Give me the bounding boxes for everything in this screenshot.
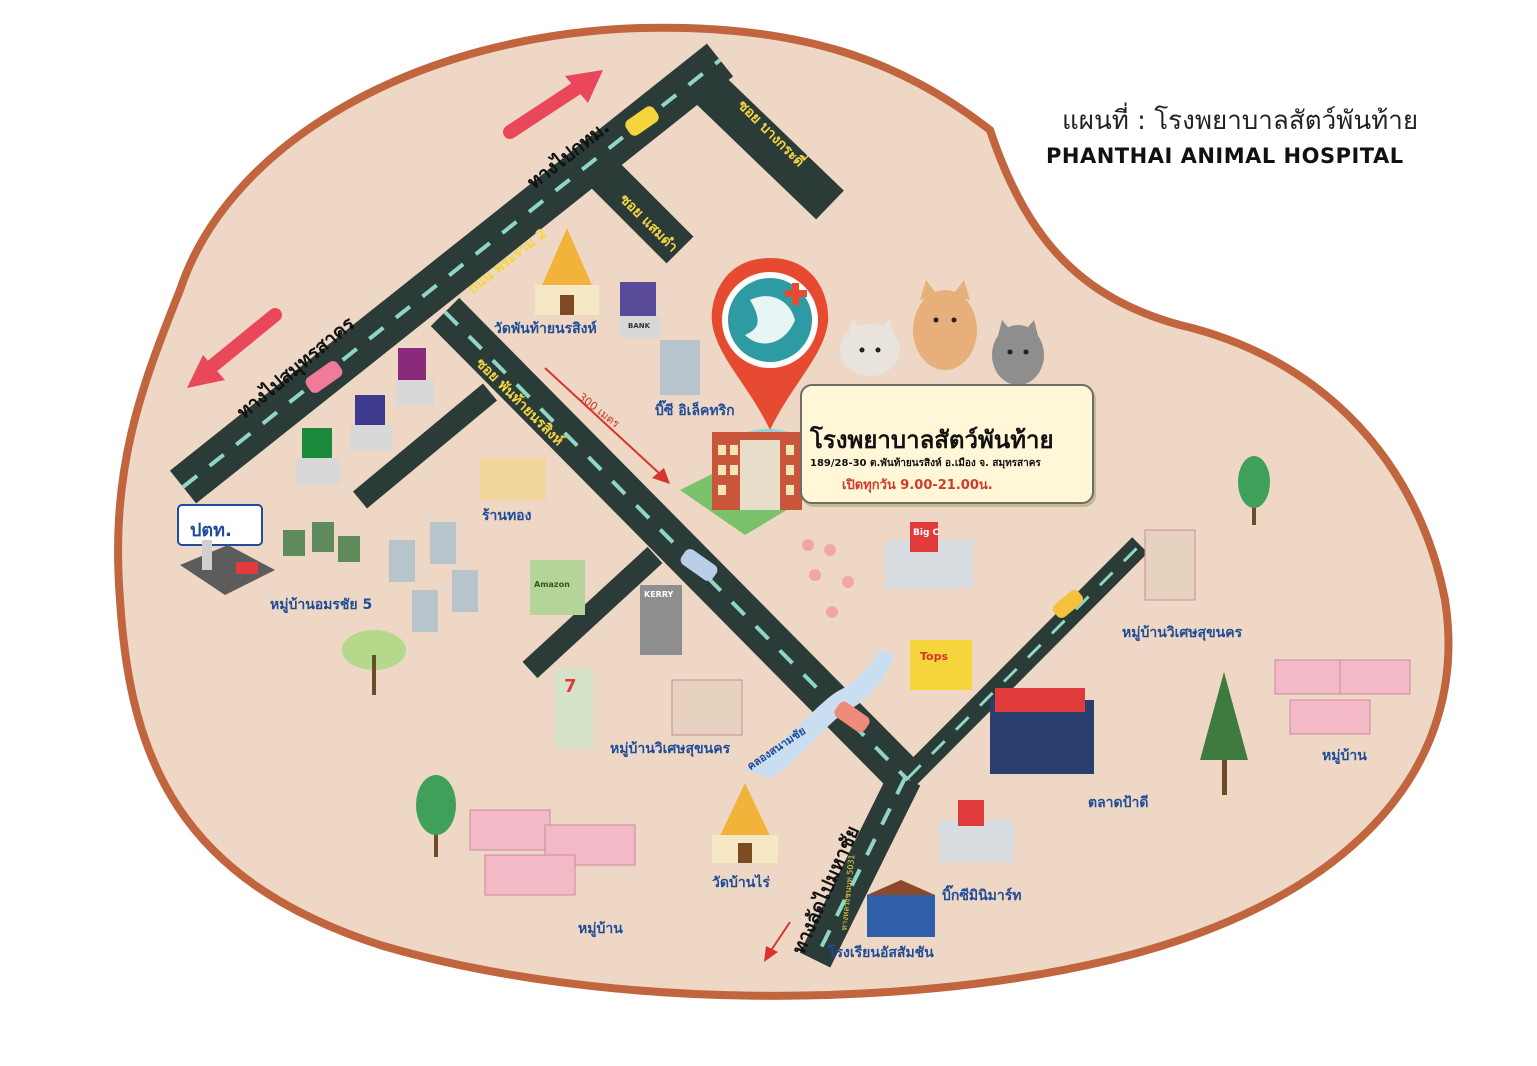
apartment-icons — [283, 340, 700, 655]
hospital-address: 189/28-30 ต.พันท้ายนรสิงห์ อ.เมือง จ. สม… — [810, 458, 1041, 469]
arrow-300m-icon — [652, 468, 670, 484]
tops-sign: Tops — [920, 650, 949, 663]
hospital-info-card: โรงพยาบาลสัตว์พันท้าย 189/28-30 ต.พันท้า… — [800, 384, 1094, 504]
seven-eleven-sign: 7 — [564, 676, 577, 697]
arrow-to-samutsakhon-icon — [187, 355, 225, 388]
kerry-sign: KERRY — [644, 590, 674, 599]
place-label-village-south: หมู่บ้าน — [578, 921, 623, 937]
hospital-name: โรงพยาบาลสัตว์พันท้าย — [810, 426, 1054, 454]
place-label-village-amornchai: หมู่บ้านอมรชัย 5 — [270, 597, 373, 613]
gas-station-icon — [177, 504, 275, 595]
tree-icon — [342, 456, 1270, 857]
road-soi-saemdam — [586, 156, 694, 264]
store-icon — [555, 522, 1094, 862]
bigc-sign: Big C — [913, 528, 940, 538]
ptt-sign: ปตท. — [190, 520, 232, 541]
amazon-sign: Amazon — [534, 580, 570, 589]
car-icon — [305, 106, 1083, 733]
house-icon — [469, 529, 1411, 896]
road-branch-1 — [352, 383, 498, 509]
canal — [745, 650, 895, 778]
map-title-thai: แผนที่ : โรงพยาบาลสัตว์พันท้าย — [1062, 106, 1419, 136]
school-icon — [867, 880, 935, 937]
temple-icon-phanthai — [535, 228, 599, 315]
arrow-to-bangkok-icon — [565, 70, 603, 103]
paw-icon — [802, 539, 854, 618]
place-label-bigc-extra: บิ๊ซี อิเล็คทริก — [655, 403, 735, 419]
place-label-village-wisetsukhon-west: หมู่บ้านวิเศษสุขนคร — [610, 741, 731, 757]
map-title-english: PHANTHAI ANIMAL HOSPITAL — [1046, 144, 1404, 168]
road-south — [799, 770, 921, 968]
place-label-gold-shop: ร้านทอง — [482, 508, 532, 524]
place-label-village-wisetsukhon-east: หมู่บ้านวิเศษสุขนคร — [1122, 625, 1243, 641]
cat-icon — [840, 280, 1044, 385]
place-label-village-east: หมู่บ้าน — [1322, 748, 1367, 764]
place-label-wat-banrai: วัดบ้านไร่ — [712, 875, 770, 891]
arrow-to-mahachai-icon — [764, 946, 778, 962]
direction-arrows — [187, 70, 791, 962]
hospital-hours: เปิดทุกวัน 9.00-21.00น. — [842, 478, 993, 493]
bank-sign: BANK — [628, 322, 651, 330]
place-label-bigc-mini: บิ๊กซีมินิมาร์ท — [942, 888, 1022, 904]
place-label-market: ตลาดป้าดี — [1088, 795, 1149, 811]
hospital-building-icon — [680, 432, 820, 535]
temple-icon-banrai — [712, 783, 778, 863]
place-label-school: โรงเรียนอัสสัมชัน — [828, 945, 934, 961]
road-branch-2 — [522, 546, 663, 679]
bank-icon — [296, 282, 660, 484]
road-soi-bangkradi — [686, 65, 844, 220]
place-label-wat-phanthai: วัดพันท้ายนรสิงห์ — [494, 321, 597, 337]
